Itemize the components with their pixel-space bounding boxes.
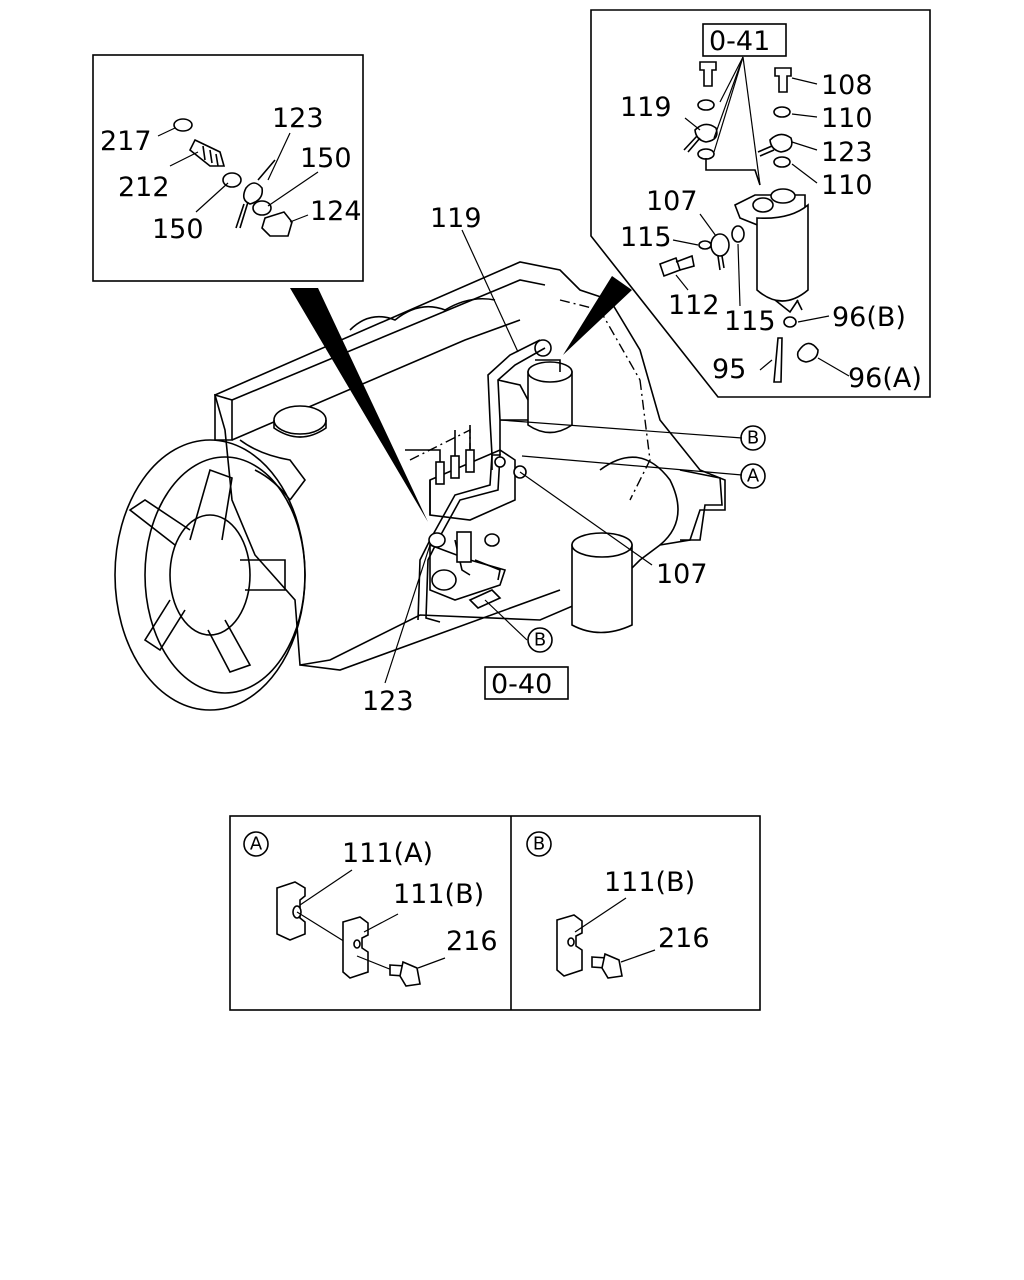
callout-217: 217 [100, 126, 152, 157]
detail-panel [229, 815, 761, 1011]
washer-115a [698, 240, 712, 250]
detail-b-parts [556, 914, 623, 979]
bolt-216-b [601, 952, 623, 979]
callout-212: 212 [118, 172, 170, 203]
marker-b-upper-label: B [747, 428, 759, 449]
detail-a-parts [276, 881, 421, 987]
bolt-112 [658, 256, 682, 278]
oil-filler-cap [273, 405, 327, 435]
detail-b-marker [526, 831, 552, 857]
nut-124 [261, 211, 293, 237]
callout-124: 124 [310, 196, 362, 227]
clip-96b [783, 316, 797, 328]
callout-96b: 96(B) [832, 302, 906, 333]
callout-110-upper: 110 [821, 103, 873, 134]
bolt-216-a [399, 960, 421, 987]
connector-212 [188, 138, 226, 167]
callout-115-lower: 115 [724, 306, 776, 337]
detail-b-216: 216 [658, 923, 710, 954]
gasket-217 [173, 118, 193, 132]
inset-filter-parts [658, 61, 819, 383]
ref-box-0-40 [484, 666, 569, 700]
detail-a-216: 216 [446, 926, 498, 957]
fuel-filter-mounted-drawing [527, 339, 573, 434]
washer-150b [252, 200, 272, 216]
fuel-lines-drawing [417, 339, 546, 623]
callout-107-main: 107 [656, 559, 708, 590]
ref-0-40: 0-40 [491, 669, 552, 700]
ref-0-41: 0-41 [709, 26, 770, 57]
callout-110-lower: 110 [821, 170, 873, 201]
cooling-fan-drawing [114, 439, 306, 711]
inset-pointer-left [290, 288, 428, 522]
callout-150-upper: 150 [300, 143, 352, 174]
ref-box-0-41 [702, 23, 787, 57]
inset-fitting-parts [173, 118, 293, 237]
detail-b-marker-label: B [533, 834, 545, 855]
callout-112: 112 [668, 290, 720, 321]
detail-b-111b: 111(B) [604, 867, 695, 898]
oil-filter-drawing [571, 532, 633, 634]
detail-a-marker [243, 831, 269, 857]
callout-107-inset: 107 [646, 186, 698, 217]
callout-123-inset: 123 [272, 103, 324, 134]
washer-110b [773, 156, 791, 168]
inset-box-fuel-line-fitting [92, 54, 364, 282]
marker-b-lower [527, 627, 553, 653]
callout-123-filter: 123 [821, 137, 873, 168]
filter-bowl [756, 203, 809, 302]
callout-150-lower: 150 [152, 214, 204, 245]
callout-123-main: 123 [362, 686, 414, 717]
callout-115-left: 115 [620, 222, 672, 253]
eye-119 [694, 123, 718, 143]
marker-a [740, 463, 766, 489]
marker-a-label: A [747, 466, 760, 487]
clamp-96a [796, 342, 819, 363]
detail-a-marker-label: A [250, 834, 263, 855]
eye-123 [769, 133, 793, 153]
callout-119-inset: 119 [620, 92, 672, 123]
eye-bolt-108 [774, 67, 792, 93]
detail-a-111b: 111(B) [393, 879, 484, 910]
washer-115b [731, 225, 745, 243]
washer-110a [773, 106, 791, 118]
inset-box-fuel-filter [590, 9, 931, 398]
marker-b-lower-label: B [534, 630, 546, 651]
eye-bolt-123 [242, 182, 264, 205]
hose-95 [773, 337, 783, 383]
callout-119-main: 119 [430, 203, 482, 234]
inset-pointer-right [563, 276, 632, 355]
detail-a-111a: 111(A) [342, 838, 433, 869]
marker-b-upper [740, 425, 766, 451]
eye-107 [710, 233, 730, 257]
callout-96a: 96(A) [848, 363, 922, 394]
clamp-111a [276, 881, 306, 941]
callout-95: 95 [712, 354, 746, 385]
callout-108: 108 [821, 70, 873, 101]
